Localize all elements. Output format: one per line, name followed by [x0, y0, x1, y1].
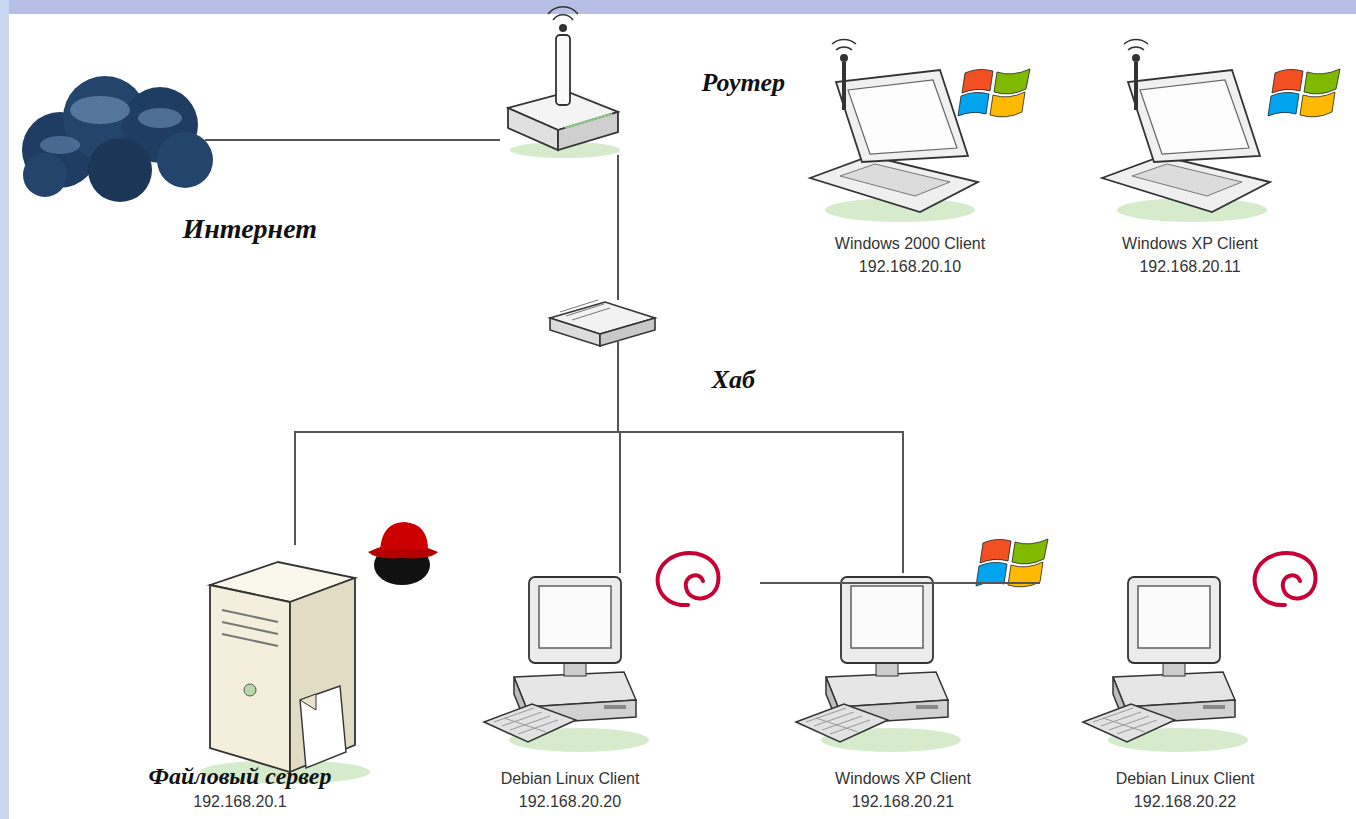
network-node: Файловый сервер192.168.20.1	[40, 545, 440, 815]
node-label: 192.168.20.22	[1134, 790, 1236, 813]
node-label: Windows XP Client	[1122, 232, 1258, 255]
network-cable	[760, 582, 1040, 584]
network-node: Debian Linux Client192.168.20.22	[1040, 573, 1330, 815]
network-node: Роутер	[500, 10, 790, 155]
network-cable	[617, 155, 619, 300]
node-label: Роутер	[702, 68, 785, 98]
node-label: 192.168.20.10	[859, 255, 961, 278]
network-node: Хаб	[545, 300, 760, 399]
node-label: 192.168.20.20	[519, 790, 621, 813]
node-label: 192.168.20.11	[1139, 255, 1240, 278]
node-label: Интернет	[182, 213, 317, 245]
node-label: Хаб	[712, 365, 755, 395]
node-label: Windows 2000 Client	[835, 232, 985, 255]
node-label: Файловый сервер	[149, 763, 332, 790]
node-label: Windows XP Client	[835, 767, 971, 790]
network-cable	[618, 399, 903, 573]
network-cable	[362, 139, 500, 141]
network-cable	[295, 399, 618, 545]
node-label: Debian Linux Client	[501, 767, 640, 790]
network-node: Интернет	[10, 70, 362, 245]
network-node: Windows XP Client192.168.20.11	[1055, 55, 1325, 280]
node-label: 192.168.20.1	[193, 790, 286, 813]
node-label: 192.168.20.21	[852, 790, 954, 813]
node-label: Debian Linux Client	[1116, 767, 1255, 790]
network-node: Debian Linux Client192.168.20.20	[440, 573, 700, 815]
network-node: Windows XP Client192.168.20.21	[755, 573, 1051, 815]
network-node: Windows 2000 Client192.168.20.10	[770, 55, 1050, 280]
